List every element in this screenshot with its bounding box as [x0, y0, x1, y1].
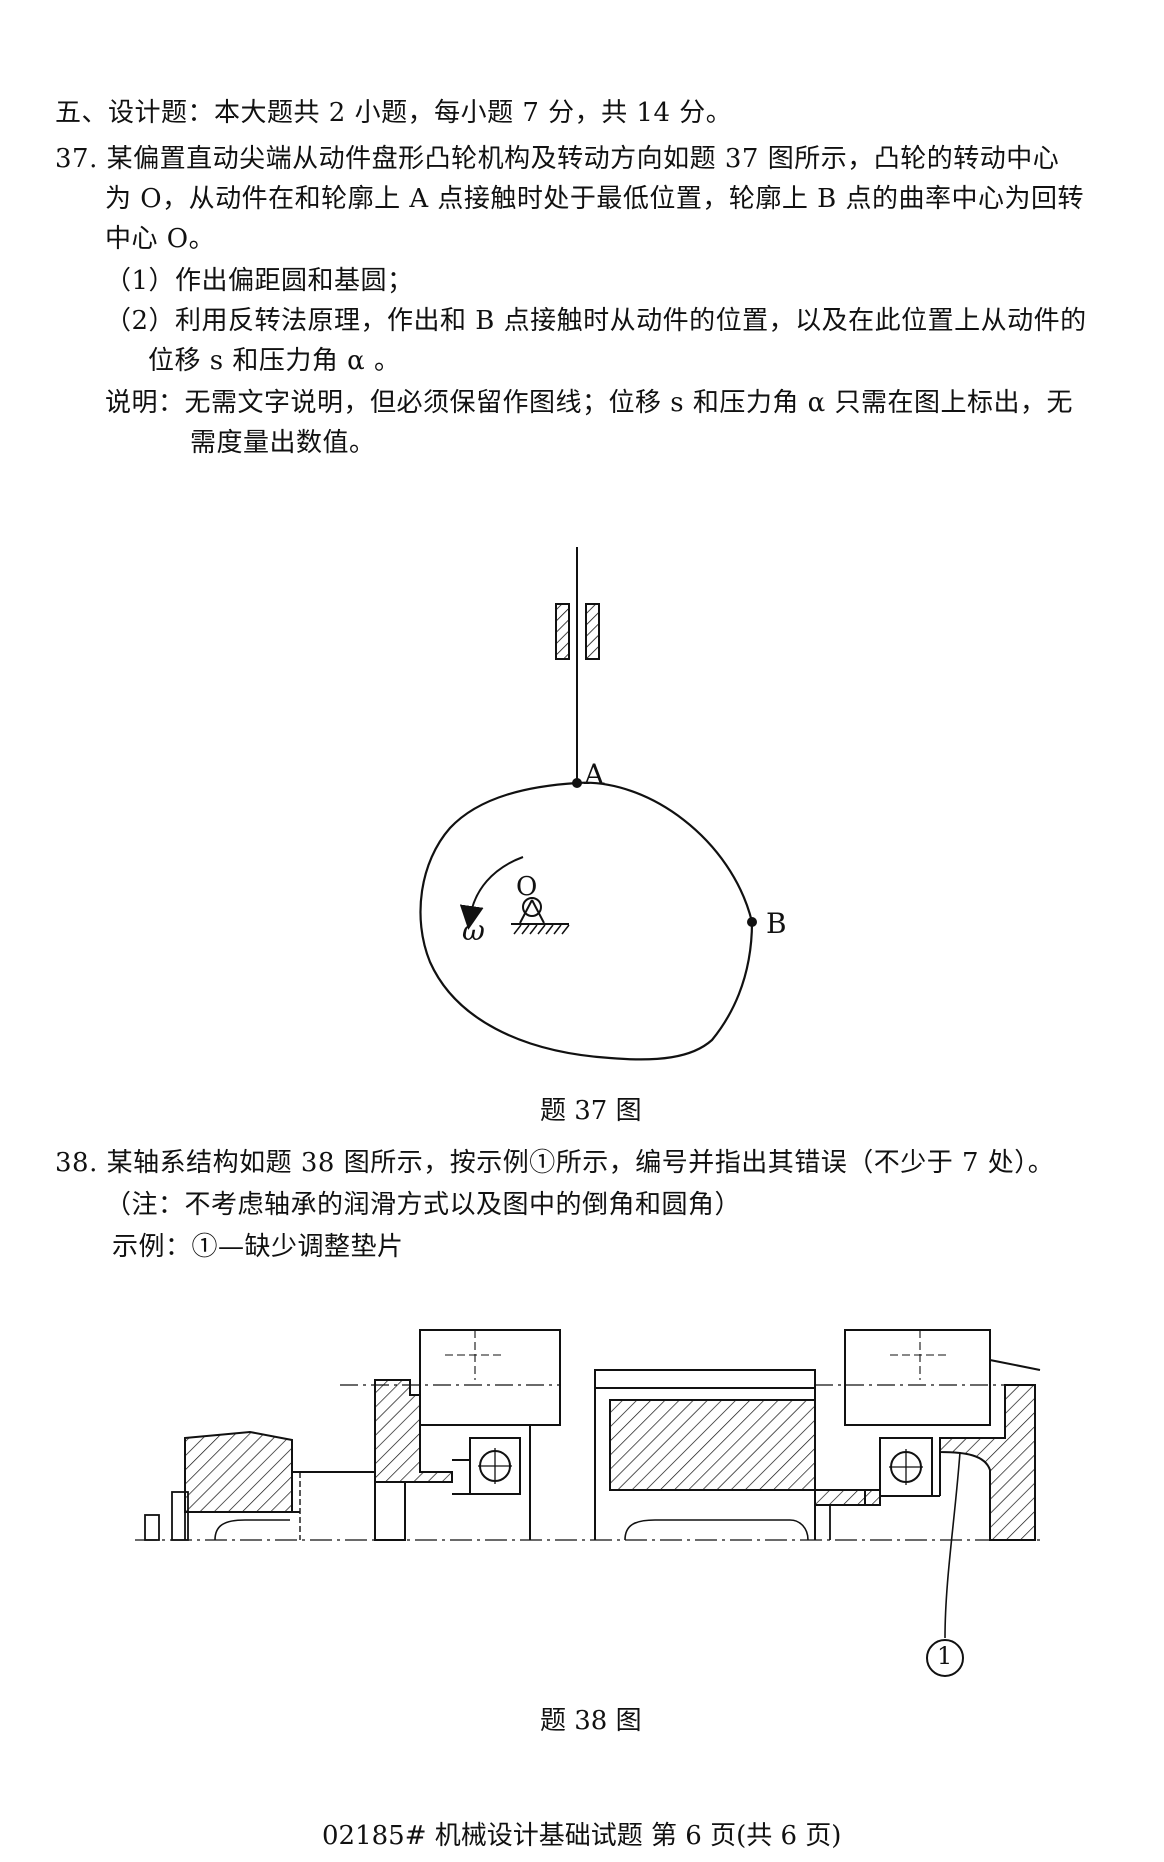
q38-line3: 示例：①—缺少调整垫片: [112, 1232, 404, 1262]
section-title: 五、设计题：本大题共 2 小题，每小题 7 分，共 14 分。: [55, 98, 733, 128]
left-bearing: [469, 1437, 521, 1495]
label-omega: ω: [462, 914, 486, 947]
guide-left: [555, 603, 570, 660]
point-a-marker: [572, 778, 582, 788]
label-a: A: [584, 758, 605, 791]
page-footer: 02185# 机械设计基础试题 第 6 页(共 6 页): [322, 1821, 842, 1851]
q37-note-line1: 说明：无需文字说明，但必须保留作图线；位移 s 和压力角 α 只需在图上标出，无: [105, 388, 1073, 418]
q37-line1: 37. 某偏置直动尖端从动件盘形凸轮机构及转动方向如题 37 图所示，凸轮的转动…: [55, 144, 1060, 174]
right-bearing: [879, 1437, 933, 1497]
right-bearing-cover: [939, 1384, 1036, 1541]
figure38-caption: 题 38 图: [540, 1706, 642, 1736]
q37-note-line2: 需度量出数值。: [190, 428, 376, 458]
q37-item2-line1: （2）利用反转法原理，作出和 B 点接触时从动件的位置，以及在此位置上从动件的: [105, 306, 1087, 336]
callout-number: 1: [937, 1642, 953, 1670]
figure37-caption: 题 37 图: [540, 1096, 642, 1126]
shaft-figure: [135, 1329, 1045, 1677]
right-spacer: [814, 1489, 866, 1506]
gear-body: [609, 1399, 816, 1491]
q37-item1: （1）作出偏距圆和基圆；: [105, 266, 414, 296]
label-o: O: [516, 872, 538, 902]
q37-item2-line2: 位移 s 和压力角 α 。: [148, 346, 401, 376]
ground-hatch: [513, 924, 570, 935]
gear-top: [594, 1369, 816, 1389]
q37-line3: 中心 O。: [105, 224, 216, 254]
q37-line2: 为 O，从动件在和轮廓上 A 点接触时处于最低位置，轮廓上 B 点的曲率中心为回…: [105, 184, 1085, 214]
guide-right: [585, 603, 600, 660]
q38-line2: （注：不考虑轴承的润滑方式以及图中的倒角和圆角）: [105, 1190, 742, 1220]
left-bearing-cover: [374, 1379, 453, 1483]
label-b: B: [766, 907, 788, 940]
point-b-marker: [747, 917, 757, 927]
coupling: [184, 1430, 293, 1513]
callout-leader: [944, 1451, 961, 1639]
q38-line1: 38. 某轴系结构如题 38 图所示，按示例①所示，编号并指出其错误（不少于 7…: [55, 1148, 1055, 1178]
